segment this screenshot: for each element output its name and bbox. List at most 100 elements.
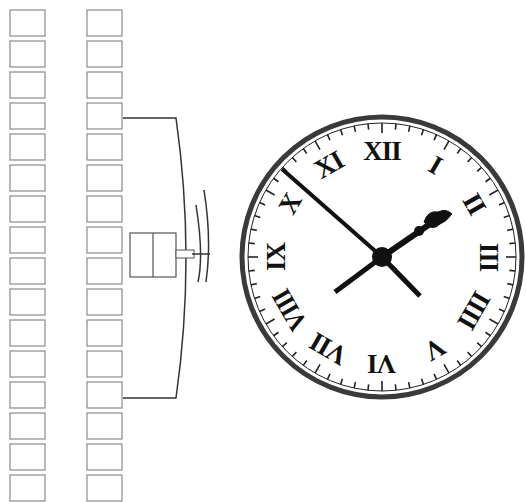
shelf-square xyxy=(10,413,45,439)
minute-tick xyxy=(507,229,513,230)
minute-tick xyxy=(434,135,436,140)
shelf-square xyxy=(10,196,45,222)
minute-tick xyxy=(434,374,436,379)
shelf-square xyxy=(10,475,45,501)
minute-tick xyxy=(341,379,343,385)
minute-tick xyxy=(504,216,510,218)
shelf-square xyxy=(87,475,122,501)
minute-tick xyxy=(341,130,343,136)
minute-tick xyxy=(260,202,265,204)
clock-numeral: IX xyxy=(263,243,290,271)
minute-tick xyxy=(509,242,515,244)
minute-tick xyxy=(282,343,286,347)
shelf-square xyxy=(10,382,45,408)
shelf-square xyxy=(87,10,122,36)
clock-face xyxy=(242,117,522,397)
minute-tick xyxy=(457,361,461,366)
minute-tick xyxy=(381,123,383,133)
clock-numeral: XII xyxy=(363,138,401,165)
minute-tick xyxy=(249,242,255,244)
minute-tick xyxy=(315,141,320,150)
minute-tick xyxy=(507,284,513,285)
minute-tick xyxy=(251,229,257,230)
minute-tick xyxy=(395,384,397,390)
minute-tick xyxy=(367,384,369,390)
minute-tick xyxy=(255,216,261,218)
shelf-square xyxy=(10,72,45,98)
minute-tick xyxy=(260,309,265,311)
minute-tick xyxy=(248,256,258,258)
minute-tick xyxy=(499,309,504,311)
minute-tick xyxy=(315,364,320,373)
minute-tick xyxy=(354,382,355,388)
minute-tick xyxy=(292,352,296,356)
minute-tick xyxy=(422,130,424,136)
minute-tick xyxy=(444,141,449,150)
movement-box xyxy=(130,190,210,282)
shelf-square xyxy=(87,351,122,377)
minute-tick xyxy=(422,379,424,385)
minute-tick xyxy=(444,364,449,373)
minute-tick xyxy=(477,343,481,347)
shelf-square xyxy=(10,351,45,377)
shelf-square xyxy=(87,72,122,98)
minute-tick xyxy=(506,256,516,258)
shelf-square xyxy=(87,134,122,160)
minute-tick xyxy=(409,382,410,388)
minute-tick xyxy=(457,149,461,154)
minute-tick xyxy=(468,157,472,161)
minute-tick xyxy=(327,135,329,140)
minute-tick xyxy=(266,319,275,324)
minute-tick xyxy=(489,319,498,324)
shelf-square xyxy=(87,289,122,315)
shelf-square xyxy=(87,320,122,346)
minute-tick xyxy=(381,381,383,391)
minute-tick xyxy=(468,352,472,356)
minute-tick xyxy=(409,126,410,132)
clock-numeral: III xyxy=(475,243,502,272)
minute-tick xyxy=(489,190,498,195)
shelf-square xyxy=(87,196,122,222)
shelf-square xyxy=(87,413,122,439)
shelf-square xyxy=(10,258,45,284)
minute-tick xyxy=(303,149,307,154)
clock-hands xyxy=(282,169,452,296)
minute-tick xyxy=(499,202,504,204)
minute-tick xyxy=(255,297,261,299)
minute-tick xyxy=(251,284,257,285)
minute-tick xyxy=(367,124,369,130)
minute-tick xyxy=(274,332,279,336)
minute-tick xyxy=(504,297,510,299)
minute-tick xyxy=(486,178,491,182)
minute-tick xyxy=(477,167,481,171)
minute-tick xyxy=(509,270,515,272)
shelf-square xyxy=(10,444,45,470)
shelf-square xyxy=(10,289,45,315)
minute-tick xyxy=(303,361,307,366)
shelf-squares xyxy=(10,10,122,501)
shelf-square xyxy=(10,227,45,253)
clock-numeral: VI xyxy=(368,350,396,377)
minute-tick xyxy=(354,126,355,132)
minute-tick xyxy=(266,190,275,195)
shelf-square xyxy=(10,165,45,191)
minute-tick xyxy=(327,374,329,379)
shelf-square xyxy=(87,41,122,67)
shelf-square xyxy=(87,103,122,129)
shelf-square xyxy=(10,10,45,36)
shelf-square xyxy=(10,134,45,160)
shelf-square xyxy=(10,41,45,67)
shelf-square xyxy=(87,444,122,470)
minute-tick xyxy=(249,270,255,272)
minute-tick xyxy=(292,157,296,161)
shelf-square xyxy=(10,320,45,346)
minute-tick xyxy=(486,332,491,336)
shelf-square xyxy=(87,227,122,253)
shelf-square xyxy=(87,258,122,284)
minute-tick xyxy=(395,124,397,130)
minute-tick xyxy=(274,178,279,182)
shelf-square xyxy=(87,382,122,408)
shelf-square xyxy=(87,165,122,191)
shelf-square xyxy=(10,103,45,129)
